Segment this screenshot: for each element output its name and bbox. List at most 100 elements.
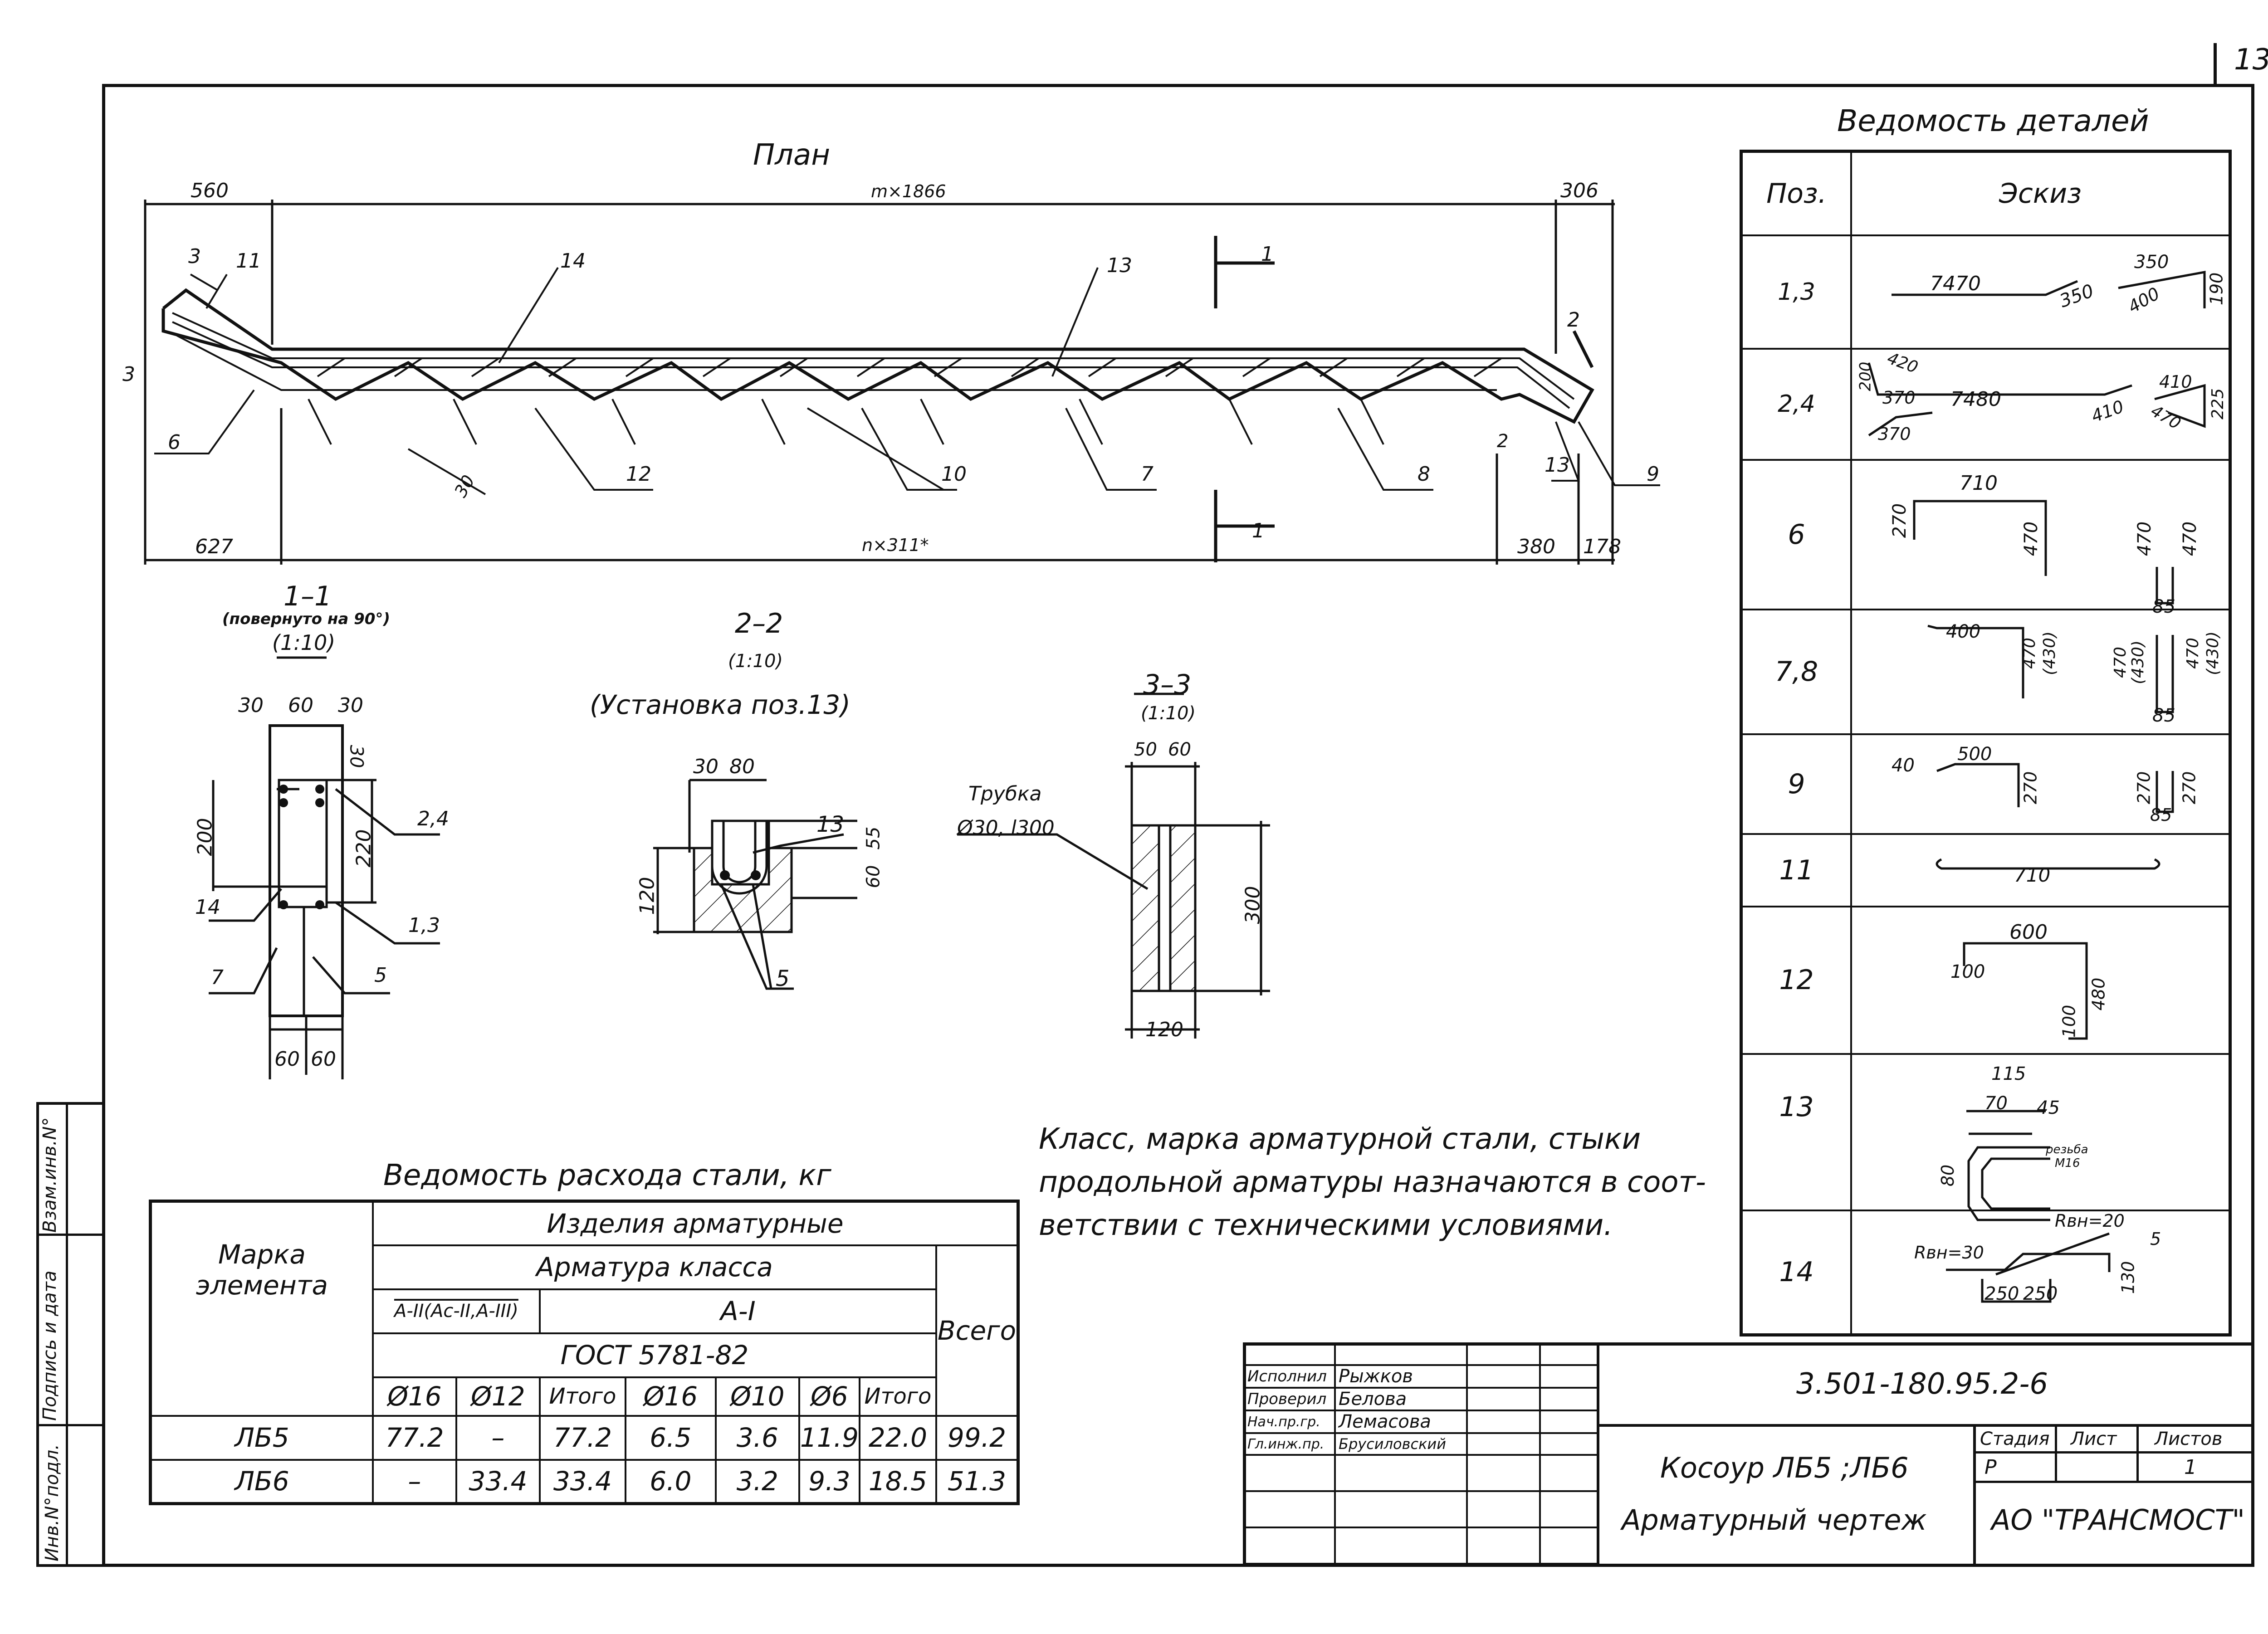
title-block-divider-v	[1597, 1342, 1599, 1567]
section-2-2-title: 2–2	[735, 608, 783, 639]
s11-callout: 1,3	[408, 914, 440, 937]
side-stamp-inv-orig: Инв.N°подл.	[42, 1444, 63, 1561]
sketch-label: 85	[2152, 596, 2175, 617]
sketch-label: 85	[2152, 705, 2175, 726]
s33-dim: 120	[1145, 1018, 1183, 1041]
sketch-label: 85	[2150, 805, 2172, 825]
plan-title: План	[753, 138, 831, 172]
steel-val: 51.3	[935, 1458, 1019, 1505]
side-stamp-row-line	[36, 1234, 105, 1236]
stamp-name: Лемасова	[1334, 1410, 1468, 1434]
sketch-label: M16	[2055, 1156, 2080, 1170]
s11-callout: 14	[195, 896, 220, 919]
details-pos: 2,4	[1740, 347, 1852, 461]
note-line: Класс, марка арматурной стали, стыки	[1039, 1122, 1641, 1156]
steel-val: 33.4	[538, 1458, 626, 1505]
side-stamp-sign-date: Подпись и дата	[39, 1270, 60, 1421]
steel-val: 3.6	[714, 1415, 800, 1461]
steel-val: 3.2	[714, 1458, 800, 1505]
plan-callout: 14	[560, 249, 586, 273]
steel-row: ЛБ6 – 33.4 33.4 6.0 3.2 9.3 18.5 51.3	[149, 1458, 1019, 1505]
steel-h-items: Изделия арматурные	[371, 1200, 1019, 1246]
plan-callout: 2	[1567, 308, 1580, 332]
details-sketch	[1850, 234, 2231, 350]
plan-callout: 10	[941, 463, 967, 486]
steel-h-class: Арматура класса	[371, 1244, 937, 1290]
s11-dim: 220	[352, 829, 376, 868]
stamp-title-1: Косоур ЛБ5 ;ЛБ6	[1660, 1451, 1909, 1484]
plan-dim-306: 306	[1560, 179, 1598, 202]
sketch-label: 470	[2111, 647, 2130, 678]
steel-val: –	[371, 1458, 457, 1505]
sketch-label: 270	[2020, 771, 2041, 805]
steel-h-mark-1: Марка	[218, 1239, 306, 1270]
plan-callout: 2	[1497, 431, 1509, 452]
stamp-org: АО "ТРАНСМОСТ"	[1991, 1503, 2245, 1536]
sketch-label: резьба	[2046, 1143, 2088, 1156]
stamp-h-sheets: Листов	[2155, 1429, 2223, 1449]
plan-callout: 13	[1545, 454, 1570, 477]
plan-dim-178: 178	[1583, 535, 1621, 558]
steel-title: Ведомость расхода стали, кг	[383, 1159, 831, 1192]
sketch-label: (430)	[2203, 631, 2222, 675]
stamp-name: Белова	[1334, 1387, 1468, 1411]
s11-callout: 2,4	[417, 807, 449, 830]
steel-h-mark: Марка элемента	[149, 1200, 374, 1417]
stamp-role: Гл.инж.пр.	[1243, 1432, 1336, 1456]
details-pos: 1,3	[1740, 234, 1852, 350]
steel-val: 6.5	[624, 1415, 717, 1461]
details-row: 11	[1740, 833, 2231, 907]
side-stamp-inv-repl: Взам.инв.N°	[39, 1117, 60, 1233]
title-block-divider-v2	[1973, 1424, 1976, 1567]
details-sketch	[1850, 1053, 2231, 1211]
plan-callout: 13	[1107, 254, 1132, 277]
sketch-label: 710	[2014, 864, 2051, 886]
steel-mark: ЛБ6	[149, 1458, 374, 1505]
sheet-number: 13	[2234, 43, 2268, 77]
stamp-signature	[1466, 1432, 1541, 1456]
s22-dim: 80	[729, 755, 755, 778]
sketch-label: 100	[1950, 961, 1985, 982]
steel-mark: ЛБ5	[149, 1415, 374, 1461]
steel-col: Ø6	[798, 1376, 860, 1417]
plan-callout: 12	[626, 463, 651, 486]
s33-pipe-label: Трубка	[968, 782, 1042, 805]
s11-callout: 5	[374, 964, 387, 987]
sketch-label: (430)	[2128, 640, 2147, 684]
steel-col: Ø16	[624, 1376, 717, 1417]
s11-dim: 60	[274, 1048, 300, 1071]
steel-h-a1: A-I	[538, 1288, 937, 1334]
plan-callout: 9	[1647, 463, 1659, 486]
steel-val: 22.0	[858, 1415, 937, 1461]
sketch-label: 45	[2037, 1097, 2060, 1118]
steel-val: 18.5	[858, 1458, 937, 1505]
s11-dim: 60	[288, 694, 313, 717]
plan-callout: 1	[1261, 243, 1274, 266]
title-block-stage-col2	[2136, 1424, 2139, 1483]
plan-callout: 1	[1252, 519, 1265, 542]
details-pos: 14	[1740, 1209, 1852, 1336]
steel-row: ЛБ5 77.2 – 77.2 6.5 3.6 11.9 22.0 99.2	[149, 1415, 1019, 1461]
s22-callout: 5	[776, 966, 790, 991]
sketch-label: 190	[2206, 272, 2227, 306]
sketch-label: 410	[2159, 372, 2192, 392]
details-header-pos: Поз.	[1740, 150, 1852, 236]
s33-dim: 60	[1168, 739, 1191, 760]
steel-col: Ø12	[455, 1376, 541, 1417]
side-stamp-divider	[66, 1102, 68, 1567]
sketch-label: 370	[1878, 424, 1911, 444]
sketch-label: 250	[1984, 1283, 2019, 1304]
sheet-number-divider	[2214, 43, 2217, 86]
title-block-stage-row	[1973, 1451, 2254, 1454]
steel-col: Итого	[538, 1376, 626, 1417]
plan-dim-m1866: m×1866	[871, 181, 946, 201]
steel-h-gost: ГОСТ 5781-82	[371, 1332, 937, 1378]
s33-dim: 300	[1241, 886, 1265, 924]
sketch-label: 7480	[1950, 388, 2001, 411]
sketch-label: 600	[2009, 921, 2048, 944]
plan-dim-380: 380	[1517, 535, 1555, 558]
stamp-name: Рыжков	[1334, 1364, 1468, 1389]
steel-val: 77.2	[538, 1415, 626, 1461]
sketch-label: 250	[2023, 1283, 2058, 1304]
details-pos: 6	[1740, 458, 1852, 610]
